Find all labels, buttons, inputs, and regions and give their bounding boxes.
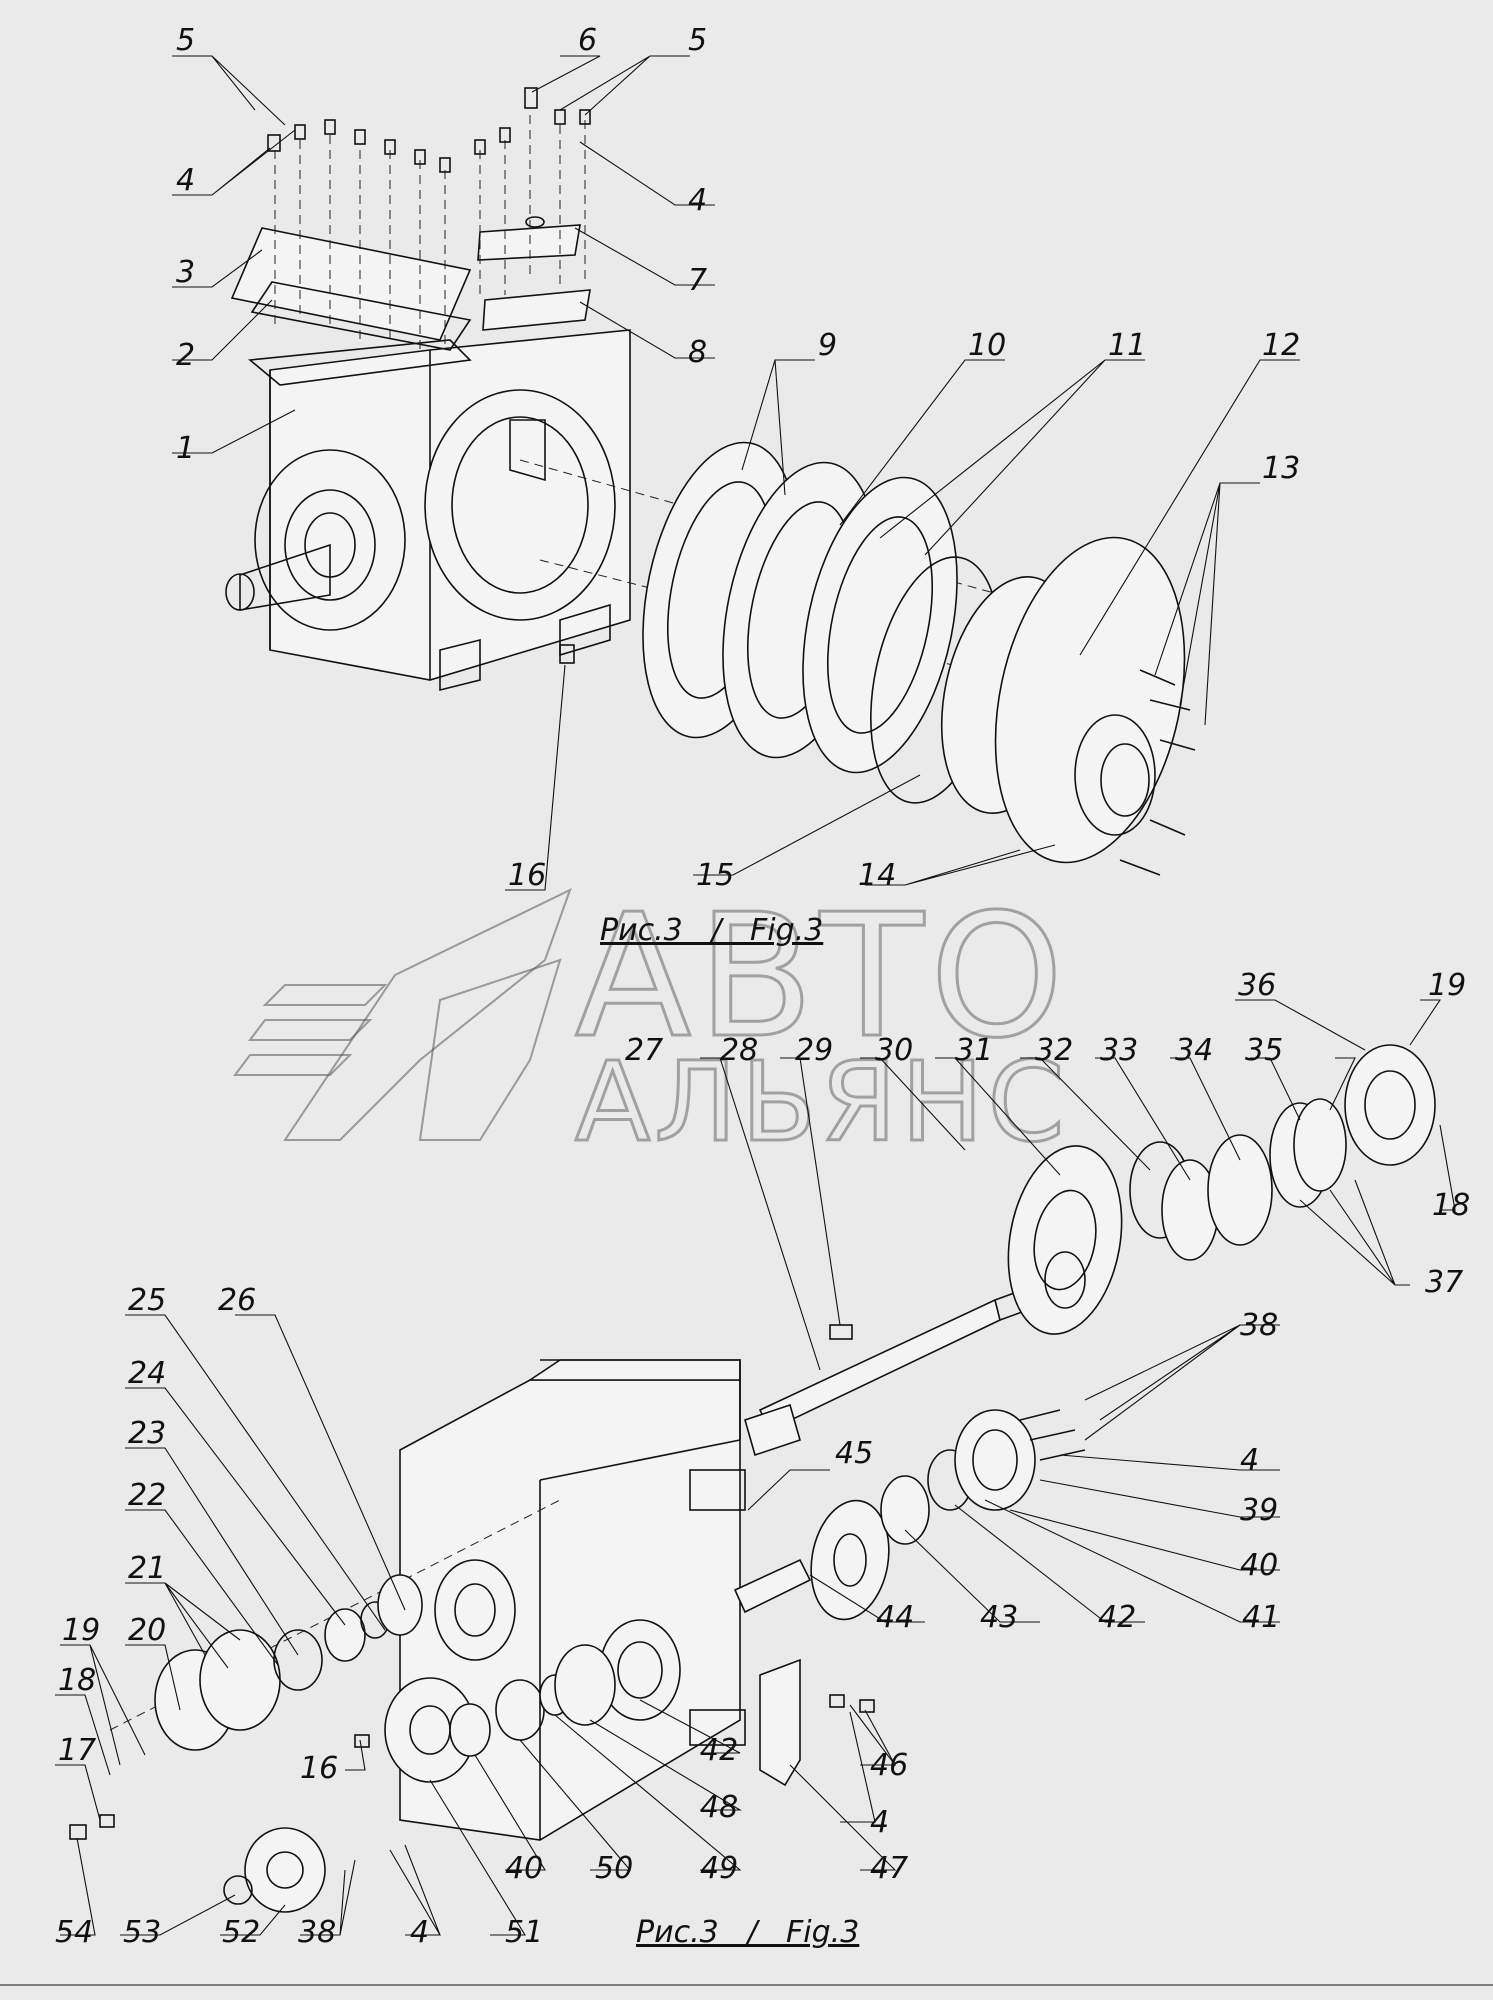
callout-12: 12 (1262, 328, 1300, 363)
callout-31: 31 (955, 1033, 993, 1068)
callout-10: 10 (968, 328, 1006, 363)
clutch-disc-stack (519, 441, 1091, 804)
callout-34: 34 (1175, 1033, 1213, 1068)
callout-13: 13 (1262, 451, 1300, 486)
callout-27: 27 (625, 1033, 663, 1068)
callout-4e: 4 (410, 1915, 429, 1950)
callout-20: 20 (128, 1613, 166, 1648)
callout-2: 2 (176, 338, 195, 373)
figure-caption-top: Рис.3 / Fig.3 (600, 913, 823, 948)
callout-33: 33 (1100, 1033, 1138, 1068)
callout-30: 30 (875, 1033, 913, 1068)
input-shaft-assembly (733, 1409, 1086, 1621)
callout-41: 41 (1242, 1600, 1280, 1635)
callout-18a: 18 (1432, 1188, 1470, 1223)
callout-48: 48 (700, 1790, 738, 1825)
callout-8: 8 (688, 335, 707, 370)
gearbox-housing-top (225, 329, 631, 692)
callout-24: 24 (128, 1356, 166, 1391)
callout-49: 49 (700, 1851, 738, 1886)
callout-52: 52 (222, 1915, 260, 1950)
callout-29: 29 (795, 1033, 833, 1068)
callout-6: 6 (578, 23, 597, 58)
callout-40b: 40 (505, 1851, 543, 1886)
callout-22: 22 (128, 1478, 166, 1513)
callout-23: 23 (128, 1416, 166, 1451)
callout-51: 51 (505, 1915, 543, 1950)
callout-47: 47 (870, 1851, 908, 1886)
callout-28: 28 (720, 1033, 758, 1068)
callout-4c: 4 (1240, 1443, 1259, 1478)
callout-3: 3 (176, 255, 195, 290)
left-flange-stack (69, 1499, 561, 1913)
callout-38b: 38 (298, 1915, 336, 1950)
callout-50: 50 (595, 1851, 633, 1886)
guard-bracket-47 (759, 1658, 875, 1787)
callout-4a: 4 (176, 163, 195, 198)
callout-53: 53 (123, 1915, 161, 1950)
pressure-plate-hub (940, 536, 1196, 876)
callout-1: 1 (176, 431, 195, 466)
watermark-line2: АЛЬЯНС (575, 1038, 1068, 1166)
callout-35: 35 (1245, 1033, 1283, 1068)
watermark-logo-emblem (233, 888, 572, 1141)
cover-plates-top (230, 216, 591, 351)
leader-lines (55, 55, 1456, 1936)
watermark: АВТО АЛЬЯНС (233, 877, 1070, 1168)
callout-42a: 42 (1098, 1600, 1136, 1635)
callout-15: 15 (696, 858, 734, 893)
callout-16a: 16 (508, 858, 546, 893)
callout-42b: 42 (700, 1733, 738, 1768)
callout-25: 25 (128, 1283, 166, 1318)
callout-40a: 40 (1240, 1548, 1278, 1583)
callout-5a: 5 (176, 23, 195, 58)
callout-39: 39 (1240, 1493, 1278, 1528)
callout-18b: 18 (58, 1663, 96, 1698)
callout-44: 44 (876, 1600, 914, 1635)
callout-4b: 4 (688, 183, 707, 218)
callout-45: 45 (835, 1436, 873, 1471)
callout-21: 21 (128, 1551, 166, 1586)
seal-ring-group (449, 1644, 616, 1757)
callout-17: 17 (58, 1733, 96, 1768)
drain-plug-16-top (559, 644, 575, 664)
callout-labels: 5 6 5 4 4 3 7 2 8 9 10 11 12 1 13 16 15 … (55, 23, 1470, 1950)
callout-16b: 16 (300, 1751, 338, 1786)
callout-54: 54 (55, 1915, 93, 1950)
output-shaft-and-gears (744, 1044, 1436, 1457)
callout-11: 11 (1108, 328, 1146, 363)
callout-7: 7 (688, 263, 707, 298)
watermark-line1: АВТО (575, 878, 1070, 1076)
bolt-field-top (267, 87, 591, 350)
callout-36: 36 (1238, 968, 1276, 1003)
callout-5b: 5 (688, 23, 707, 58)
callout-14: 14 (858, 858, 896, 893)
callout-37: 37 (1425, 1265, 1463, 1300)
callout-4d: 4 (870, 1805, 889, 1840)
callout-46: 46 (870, 1748, 908, 1783)
callout-19b: 19 (62, 1613, 100, 1648)
callout-19a: 19 (1428, 968, 1466, 1003)
callout-38a: 38 (1240, 1308, 1278, 1343)
callout-32: 32 (1035, 1033, 1073, 1068)
figure-caption-bottom: Рис.3 / Fig.3 (636, 1915, 859, 1950)
callout-26: 26 (218, 1283, 256, 1318)
callout-9: 9 (818, 328, 837, 363)
callout-43: 43 (980, 1600, 1018, 1635)
